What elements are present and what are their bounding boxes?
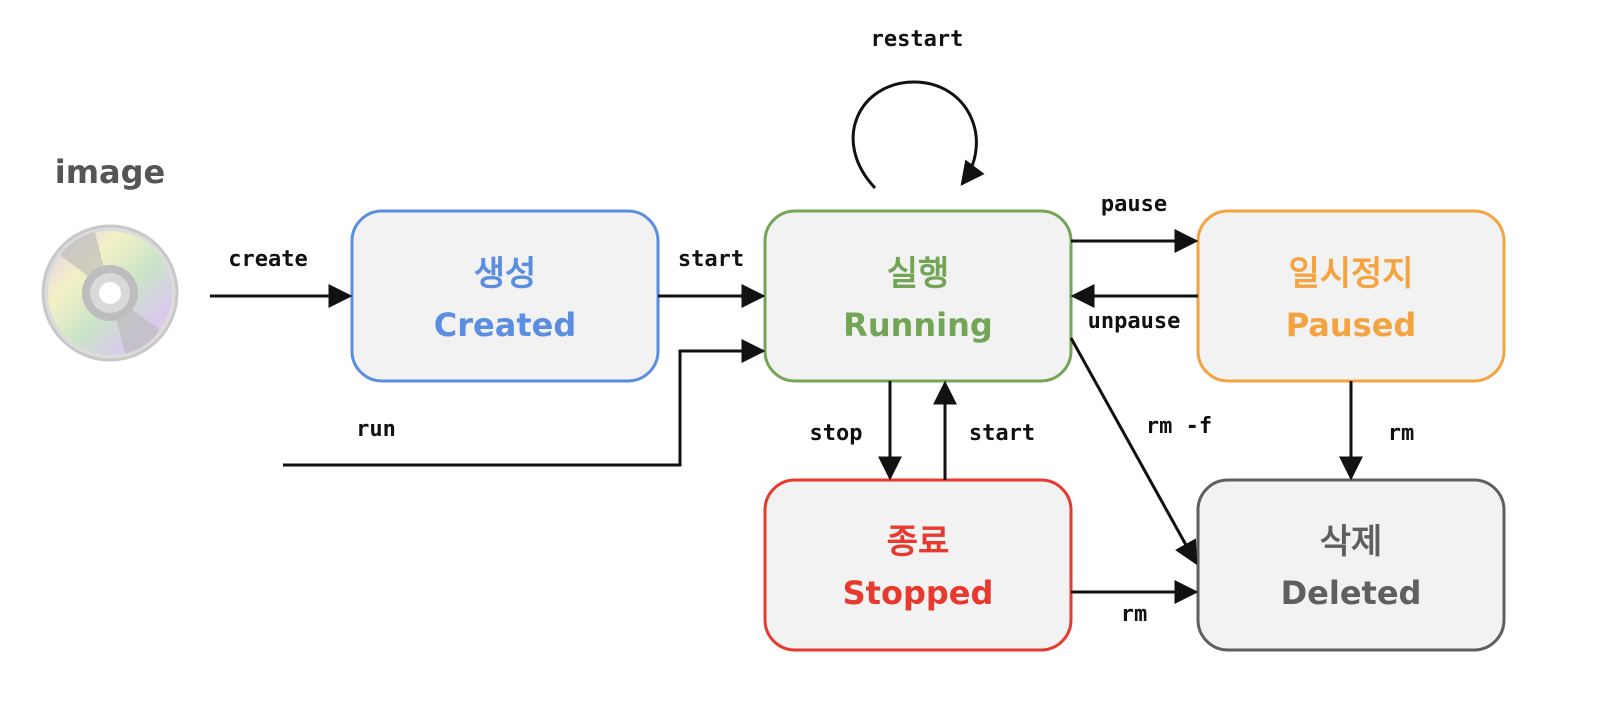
state-running-en: Running (843, 306, 993, 344)
arrow-run (283, 339, 766, 467)
state-created: 생성 Created (350, 209, 660, 383)
state-stopped-ko: 종료 (887, 522, 950, 562)
label-create: create (228, 247, 307, 272)
label-restart: restart (871, 27, 964, 52)
arrow-rm-force (1069, 337, 1198, 566)
state-stopped: 종료 Stopped (763, 478, 1073, 652)
state-paused-ko: 일시정지 (1288, 254, 1413, 294)
state-deleted-ko: 삭제 (1320, 522, 1383, 562)
label-stop: stop (810, 421, 863, 446)
state-stopped-en: Stopped (843, 574, 994, 612)
image-source: image (41, 153, 179, 362)
state-paused: 일시정지 Paused (1196, 209, 1506, 383)
arrow-restart (851, 80, 985, 190)
state-created-en: Created (434, 306, 576, 344)
label-start-created: start (678, 247, 744, 272)
state-running: 실행 Running (763, 209, 1073, 383)
label-rm-stopped: rm (1121, 602, 1148, 627)
state-running-ko: 실행 (887, 254, 950, 294)
disc-icon (41, 224, 179, 362)
label-unpause: unpause (1088, 309, 1181, 334)
state-deleted-en: Deleted (1281, 574, 1422, 612)
label-pause: pause (1101, 192, 1167, 217)
state-deleted: 삭제 Deleted (1196, 478, 1506, 652)
label-rm-paused: rm (1388, 421, 1415, 446)
image-label: image (55, 153, 166, 191)
state-created-ko: 생성 (474, 254, 537, 294)
label-start-stopped: start (969, 421, 1035, 446)
label-run: run (356, 417, 396, 442)
label-rm-force: rm -f (1146, 414, 1212, 439)
state-paused-en: Paused (1286, 306, 1417, 344)
